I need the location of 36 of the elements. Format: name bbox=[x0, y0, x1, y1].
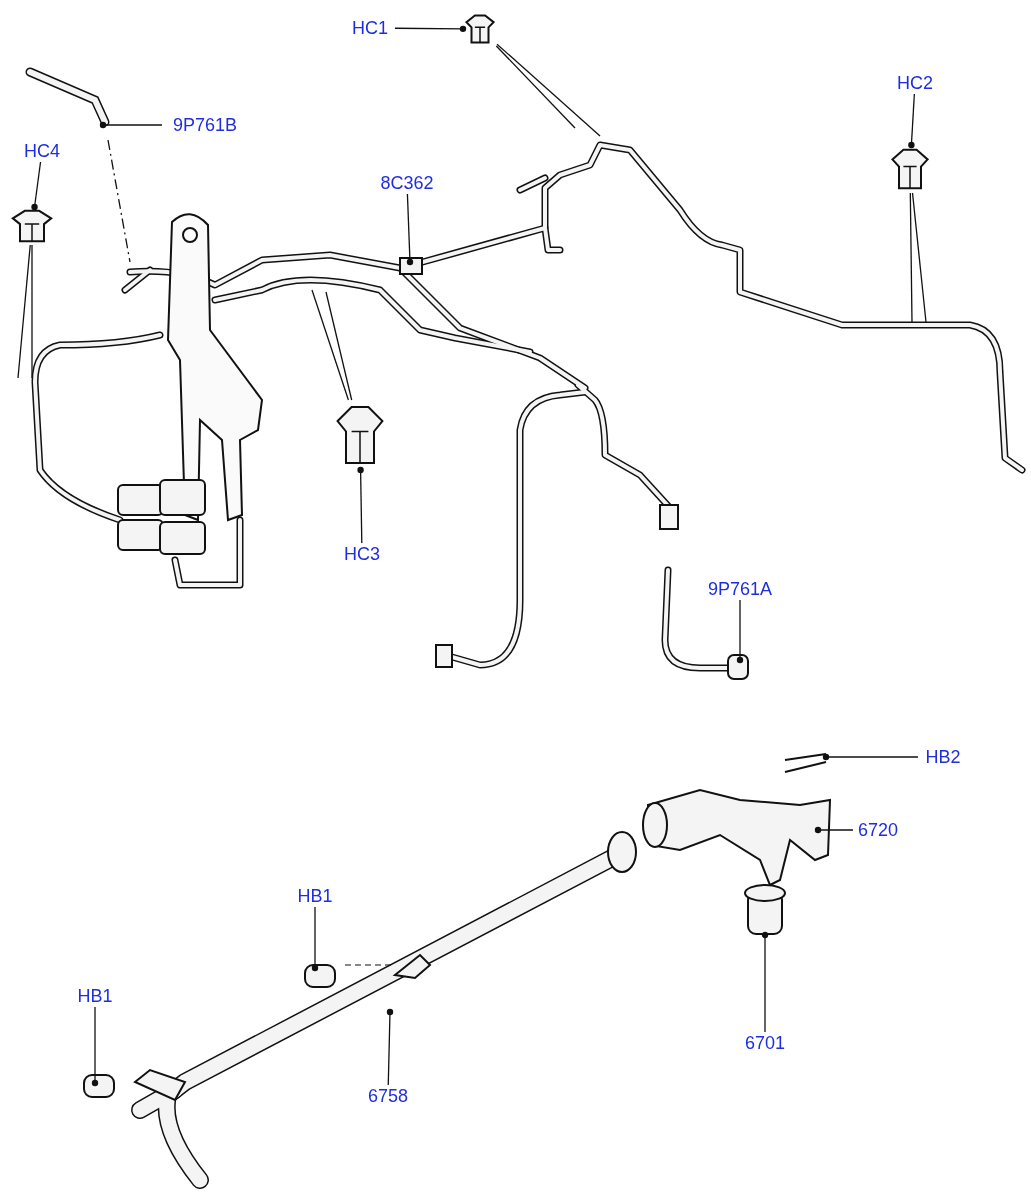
leader-line bbox=[311, 906, 319, 972]
callout-number: HB2 bbox=[925, 746, 961, 768]
leader-line bbox=[99, 121, 163, 129]
callout-number: 9P761A bbox=[707, 578, 773, 600]
leader-line bbox=[406, 193, 414, 266]
leader-line bbox=[909, 192, 913, 323]
leader-line bbox=[31, 161, 42, 211]
leader-line bbox=[495, 45, 576, 129]
leader-line bbox=[736, 599, 744, 664]
leader-line bbox=[496, 43, 601, 137]
leader-line bbox=[31, 244, 33, 379]
leader-line bbox=[822, 753, 919, 761]
callout-number: 8C362 bbox=[380, 172, 434, 194]
callout-number: HC1 bbox=[352, 17, 388, 39]
leader-line bbox=[91, 1006, 99, 1087]
callout-number: 6758 bbox=[367, 1085, 408, 1107]
callout-number: 6720 bbox=[857, 819, 898, 841]
callout-number: HB1 bbox=[297, 885, 333, 907]
leader-line bbox=[394, 25, 467, 33]
callout-number: 9P761B bbox=[172, 114, 238, 136]
leader-line bbox=[17, 244, 31, 379]
callout-number: 6701 bbox=[744, 1032, 785, 1054]
callout-number: HC3 bbox=[344, 543, 380, 565]
leader-line bbox=[908, 93, 915, 149]
leader-line bbox=[357, 466, 364, 544]
leader-line bbox=[814, 826, 854, 834]
callout-number: HC4 bbox=[24, 140, 60, 162]
leader-line bbox=[386, 1008, 394, 1086]
leader-line bbox=[325, 291, 353, 401]
clip-drawing bbox=[8, 207, 56, 245]
callout-number: HB1 bbox=[77, 985, 113, 1007]
leader-line bbox=[911, 192, 927, 323]
callout-number: HC2 bbox=[897, 72, 933, 94]
leader-line bbox=[761, 931, 769, 1033]
leader-line bbox=[311, 289, 350, 401]
clip-drawing bbox=[463, 12, 497, 46]
